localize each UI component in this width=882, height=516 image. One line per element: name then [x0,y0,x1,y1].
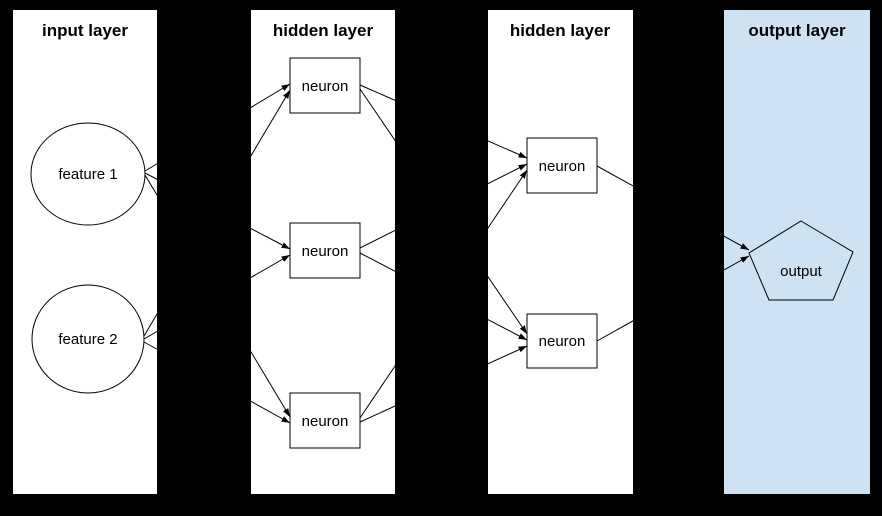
h1-neuron-3-box [289,392,361,449]
output-layer-panel [724,10,870,494]
h1-neuron-2-label: neuron [302,243,349,260]
hidden-layer-2-nodes: neuron neuron [526,137,598,369]
layer-panels [13,10,870,494]
feature-1-circle [30,122,146,226]
h2-neuron-2-box [526,313,598,369]
feature-2-label: feature 2 [58,331,117,348]
hidden-layer-2-panel [488,10,633,494]
h1-neuron-1-label: neuron [302,78,349,95]
h2-neuron-1-box [526,137,598,194]
input-layer-nodes: feature 1 feature 2 [30,122,146,394]
output-layer-title: output layer [748,21,846,40]
h1-neuron-1-box [289,57,361,114]
layer-titles: input layer hidden layer hidden layer ou… [42,21,846,40]
h1-neuron-3-label: neuron [302,413,349,430]
hidden-layer-1-title: hidden layer [273,21,374,40]
output-label: output [780,263,823,280]
output-layer-nodes: output [748,220,854,301]
h2-neuron-1-label: neuron [539,158,586,175]
output-pentagon [748,220,854,301]
h2-neuron-2-label: neuron [539,333,586,350]
h1-neuron-2-box [289,222,361,279]
hidden-layer-1-nodes: neuron neuron neuron [289,57,361,449]
feature-1-label: feature 1 [58,166,117,183]
input-layer-panel [13,10,157,494]
input-layer-title: input layer [42,21,128,40]
hidden-layer-2-title: hidden layer [510,21,611,40]
feature-2-circle [31,284,145,394]
